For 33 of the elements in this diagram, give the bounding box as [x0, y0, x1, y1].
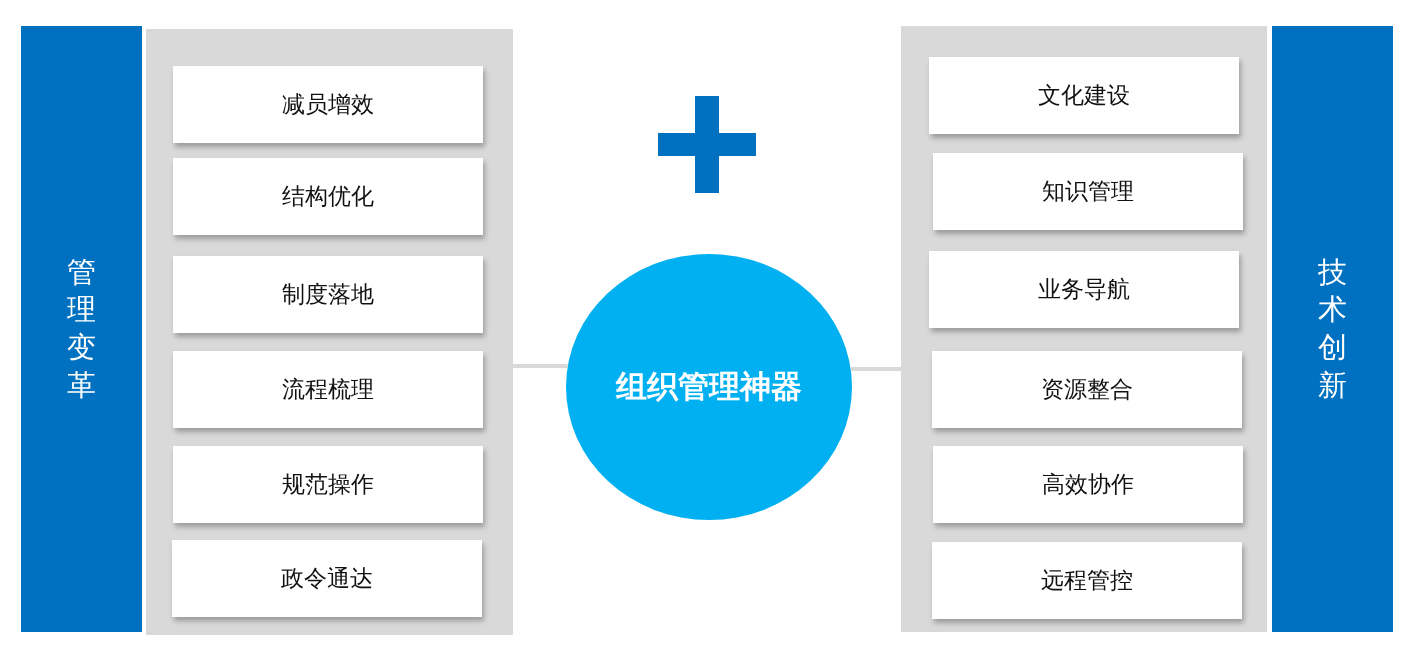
item-card [932, 542, 1242, 619]
item-card [932, 351, 1242, 428]
item-label: 规范操作 [282, 470, 374, 499]
item-label: 高效协作 [1042, 470, 1134, 499]
item-card [173, 351, 483, 428]
item-label: 减员增效 [282, 90, 374, 119]
item-card [173, 256, 483, 333]
item-label: 文化建设 [1038, 81, 1130, 110]
item-card [929, 57, 1239, 134]
category-bar [21, 26, 142, 632]
connector-line [513, 364, 568, 368]
core-label: 组织管理神器 [616, 368, 802, 406]
category-bar [1272, 26, 1393, 632]
item-card [173, 158, 483, 235]
group-panel [901, 26, 1267, 632]
item-label: 政令通达 [281, 564, 373, 593]
item-card [173, 446, 483, 523]
item-card [933, 446, 1243, 523]
connector-line [850, 367, 901, 371]
item-label: 资源整合 [1041, 375, 1133, 404]
item-card [172, 540, 482, 617]
item-card [929, 251, 1239, 328]
item-label: 流程梳理 [282, 375, 374, 404]
group-panel [146, 29, 513, 635]
category-label: 管理变革 [67, 254, 96, 403]
item-label: 知识管理 [1042, 177, 1134, 206]
category-label: 技术创新 [1318, 254, 1347, 403]
item-label: 制度落地 [282, 280, 374, 309]
item-label: 业务导航 [1038, 275, 1130, 304]
item-label: 远程管控 [1041, 566, 1133, 595]
item-card [933, 153, 1243, 230]
item-label: 结构优化 [282, 182, 374, 211]
item-card [173, 66, 483, 143]
